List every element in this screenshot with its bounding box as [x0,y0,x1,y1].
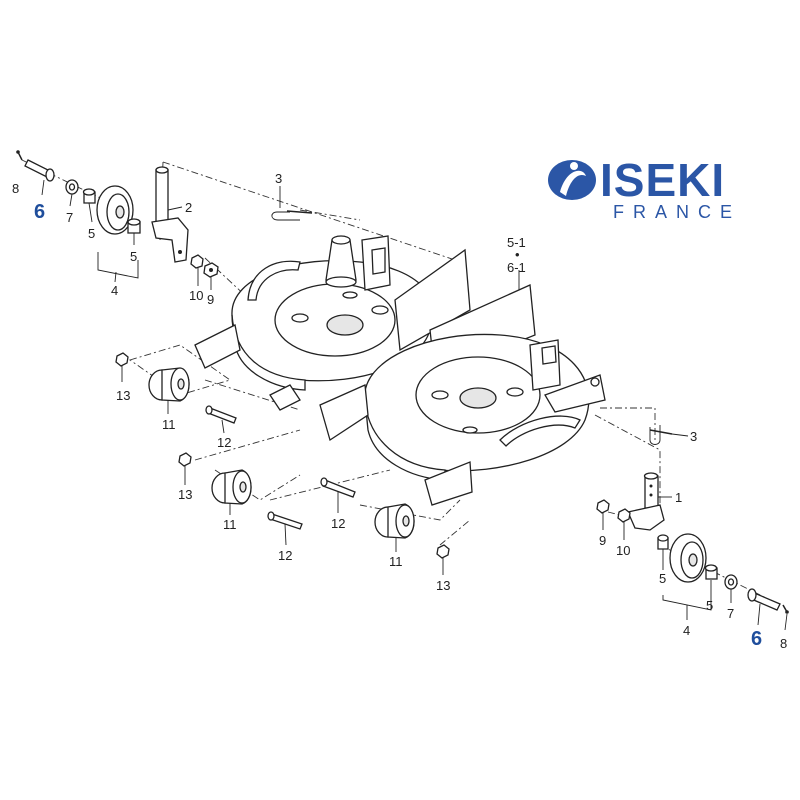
pin-part-8 [16,150,23,161]
roller-assembly-2 [178,452,303,530]
washer-part-7 [65,179,79,195]
nut-part-9 [203,262,219,278]
washer-part-7b [724,574,738,590]
bushing-part-5b [127,218,141,234]
axle-bolt-part-6 [24,159,55,182]
clip-pin-part-3-right [649,425,673,445]
callout-12: 12 [217,435,231,450]
caster-arm-part-2 [151,166,189,263]
callout-4: 4 [683,623,690,638]
roller-assembly-1 [115,352,237,424]
caster-wheel-assembly-right [596,472,789,614]
callout-7: 7 [66,210,73,225]
wheel-part-4 [96,185,134,235]
callout-5-1: 5-1 [507,235,526,250]
callout-10: 10 [189,288,203,303]
bushing-part-5c [657,534,669,550]
callout-5: 5 [706,598,713,613]
callout-9: 9 [599,533,606,548]
callout-8: 8 [780,636,787,651]
callout-6: 6 [34,201,45,223]
callout-8: 8 [12,181,19,196]
roller-part-11b [211,469,252,505]
callout-13: 13 [178,487,192,502]
leader-lines [41,179,788,631]
logo-emblem-icon [548,160,596,200]
callout-5: 5 [659,571,666,586]
nut-part-10 [190,254,204,269]
bolt-part-12c [320,477,356,498]
bolt-part-12a [205,405,237,424]
callout-3: 3 [690,429,697,444]
roller-assembly-3 [320,477,450,559]
callout-6-1: 6-1 [507,260,526,275]
callout-4: 4 [111,283,118,298]
bushing-part-5d [704,564,718,580]
callout-1: 1 [675,490,682,505]
mower-deck [194,235,606,506]
callout-6: 6 [751,628,762,650]
callout-5: 5 [130,249,137,264]
nut-part-13a [115,352,129,367]
callout-11: 11 [389,554,403,569]
callout-13: 13 [116,388,130,403]
callout-11: 11 [223,517,237,532]
callout-labels: 8 6 7 5 5 4 2 3 10 9 5-1 • 6-1 13 11 12 … [12,171,787,651]
logo-wordmark: ISEKI [600,154,725,206]
brand-logo: ISEKI FRANCE [548,154,741,222]
nut-part-9b [596,499,610,514]
callout-5: 5 [88,226,95,241]
callout-9: 9 [207,292,214,307]
callout-10: 10 [616,543,630,558]
callout-7: 7 [727,606,734,621]
roller-part-11c [374,503,415,539]
callout-13: 13 [436,578,450,593]
callout-2: 2 [185,200,192,215]
wheel-part-4b [669,533,707,583]
nut-part-13b [178,452,192,467]
logo-subtitle: FRANCE [613,202,741,222]
roller-part-11a [148,367,190,402]
callout-11: 11 [162,417,176,432]
bolt-part-12b [267,511,303,530]
axle-bolt-part-6b [747,588,781,611]
callout-3: 3 [275,171,282,186]
caster-arm-part-1 [627,472,665,531]
bushing-part-5 [82,188,96,204]
callout-dot: • [515,247,520,262]
callout-12: 12 [278,548,292,563]
pin-part-8b [782,604,789,614]
callout-12: 12 [331,516,345,531]
nut-part-10b [617,508,631,523]
clip-pin-part-3-top [271,210,313,221]
caster-wheel-assembly-left [16,150,219,278]
nut-part-13c [436,544,450,559]
